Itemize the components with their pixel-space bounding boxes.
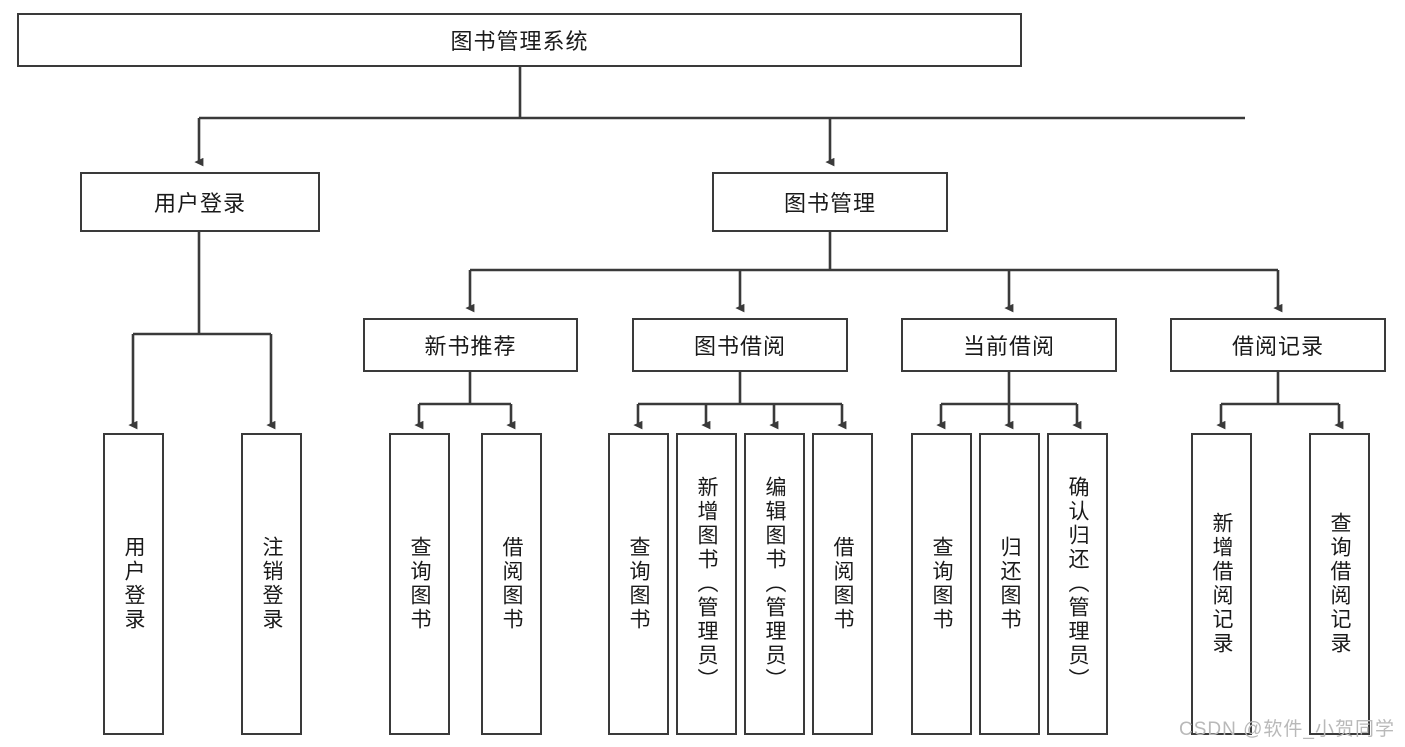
- node-label: 借阅记录: [1231, 334, 1324, 359]
- node-root-system[interactable]: 图书管理系统: [17, 13, 1022, 67]
- leaf-new-book-borrow[interactable]: 借阅图书: [481, 433, 542, 735]
- node-label: 编辑图书（管理员）: [763, 476, 786, 692]
- node-book-manage[interactable]: 图书管理: [712, 172, 948, 232]
- node-label: 新书推荐: [424, 334, 517, 359]
- node-label: 图书管理系统: [450, 29, 589, 54]
- node-label: 确认归还（管理员）: [1066, 476, 1089, 692]
- leaf-borrow-record-query[interactable]: 查询借阅记录: [1309, 433, 1370, 735]
- node-label: 借阅图书: [831, 536, 854, 632]
- node-book-borrow[interactable]: 图书借阅: [632, 318, 848, 372]
- node-label: 归还图书: [998, 536, 1021, 632]
- node-label: 查询借阅记录: [1328, 512, 1351, 656]
- leaf-book-borrow-query[interactable]: 查询图书: [608, 433, 669, 735]
- node-label: 注销登录: [260, 536, 283, 632]
- node-label: 新增图书（管理员）: [695, 476, 718, 692]
- node-label: 查询图书: [408, 536, 431, 632]
- node-label: 新增借阅记录: [1210, 512, 1233, 656]
- leaf-current-borrow-return[interactable]: 归还图书: [979, 433, 1040, 735]
- node-label: 图书借阅: [693, 334, 786, 359]
- leaf-current-borrow-query[interactable]: 查询图书: [911, 433, 972, 735]
- node-label: 借阅图书: [500, 536, 523, 632]
- node-label: 查询图书: [930, 536, 953, 632]
- leaf-new-book-query[interactable]: 查询图书: [389, 433, 450, 735]
- leaf-current-borrow-confirm-return[interactable]: 确认归还（管理员）: [1047, 433, 1108, 735]
- leaf-user-login-logout[interactable]: 注销登录: [241, 433, 302, 735]
- node-label: 当前借阅: [962, 334, 1055, 359]
- node-label: 图书管理: [783, 191, 876, 216]
- node-borrow-record[interactable]: 借阅记录: [1170, 318, 1386, 372]
- node-new-book-recommend[interactable]: 新书推荐: [363, 318, 578, 372]
- leaf-borrow-record-add[interactable]: 新增借阅记录: [1191, 433, 1252, 735]
- csdn-watermark: CSDN @软件_小贺同学: [1179, 719, 1395, 740]
- leaf-user-login-login[interactable]: 用户登录: [103, 433, 164, 735]
- leaf-book-borrow-add[interactable]: 新增图书（管理员）: [676, 433, 737, 735]
- node-user-login[interactable]: 用户登录: [80, 172, 320, 232]
- leaf-book-borrow-borrow[interactable]: 借阅图书: [812, 433, 873, 735]
- node-current-borrow[interactable]: 当前借阅: [901, 318, 1117, 372]
- leaf-book-borrow-edit[interactable]: 编辑图书（管理员）: [744, 433, 805, 735]
- node-label: 查询图书: [627, 536, 650, 632]
- node-label: 用户登录: [122, 536, 145, 632]
- node-label: 用户登录: [153, 191, 246, 216]
